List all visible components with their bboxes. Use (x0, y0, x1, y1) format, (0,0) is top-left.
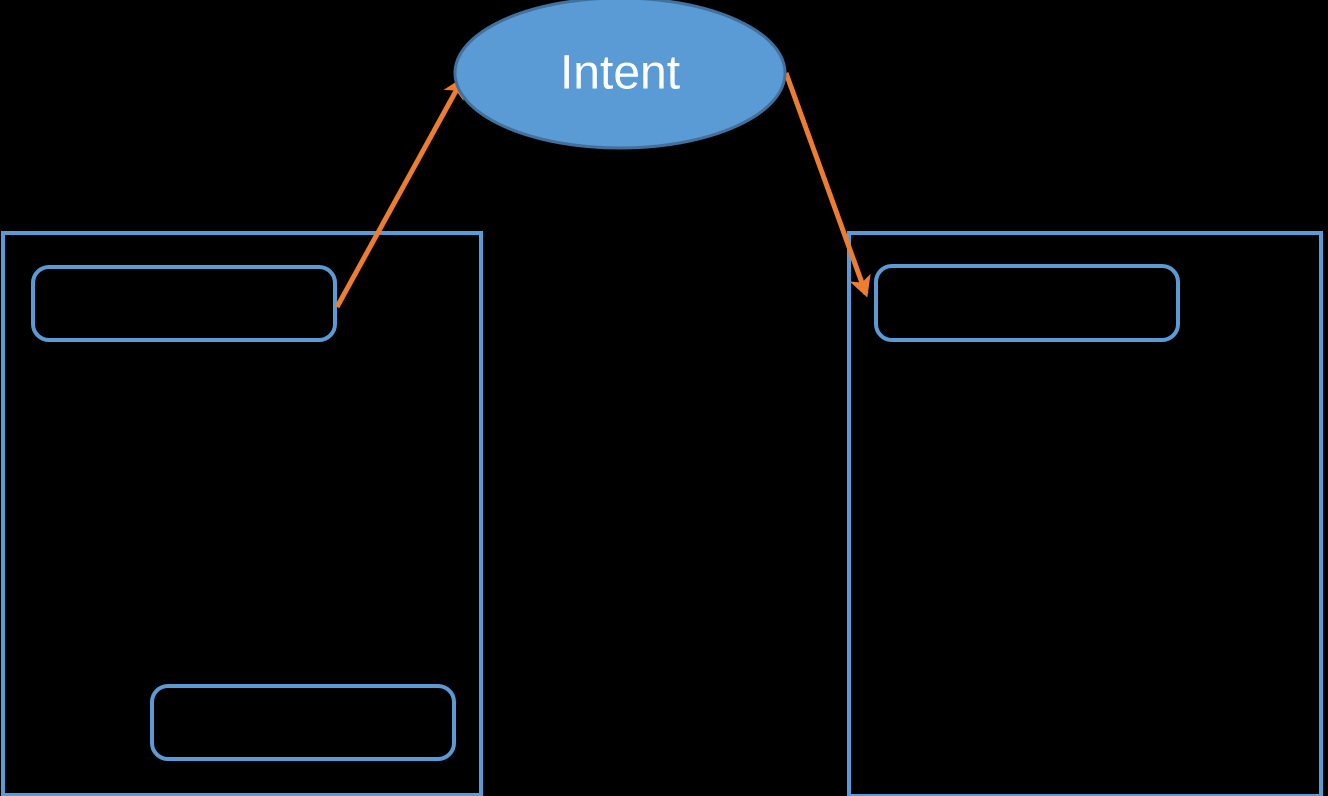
intent-label: Intent (560, 47, 680, 100)
right-top-rounded-box[interactable] (874, 264, 1180, 342)
right-container-rect[interactable] (847, 231, 1323, 796)
intent-ellipse[interactable] (453, 0, 787, 150)
connector-left-to-intent[interactable] (334, 76, 465, 309)
connector-intent-to-right[interactable] (783, 72, 871, 298)
left-top-rounded-box[interactable] (31, 265, 337, 342)
left-container-rect[interactable] (1, 231, 483, 796)
left-bottom-rounded-box[interactable] (150, 684, 456, 761)
